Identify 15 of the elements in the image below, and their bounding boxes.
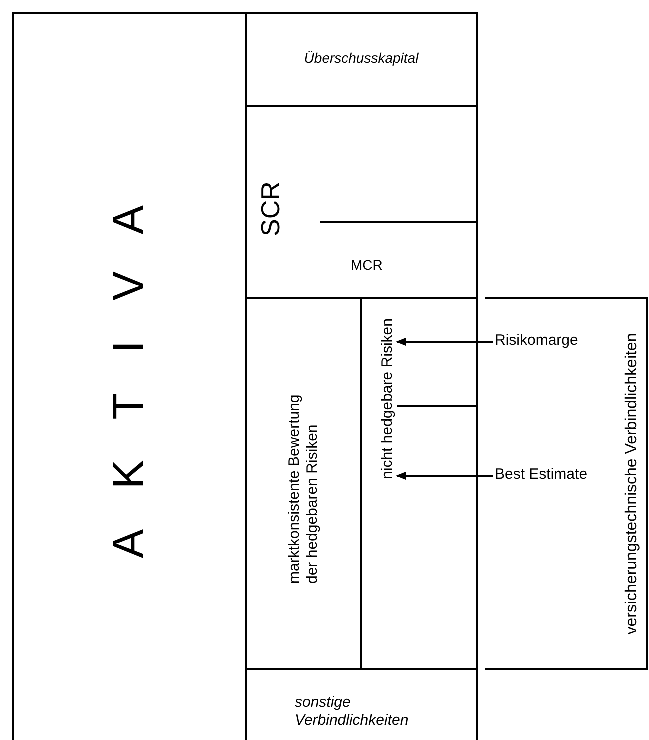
bracket bbox=[485, 297, 648, 670]
column-label: marktkonsistente Bewertung der hedgebaren Risiken bbox=[286, 393, 322, 584]
box-label: SCR bbox=[255, 182, 286, 236]
column-heading: AKTIVA bbox=[103, 165, 154, 561]
assets-column bbox=[12, 12, 247, 740]
box-label: MCR bbox=[351, 257, 383, 274]
leader-label: Risikomarge bbox=[495, 332, 578, 350]
capital-box bbox=[245, 12, 478, 107]
box-label: sonstige Verbindlichkeiten bbox=[295, 694, 410, 730]
bracket-label: versicherungstechnische Verbindlichkeiten bbox=[622, 332, 642, 634]
box-label: Überschusskapital bbox=[303, 50, 420, 67]
leader-arrow bbox=[396, 472, 493, 480]
leader-label: Best Estimate bbox=[495, 466, 588, 484]
column-label: nicht hedgebare Risiken bbox=[379, 318, 397, 480]
leader-arrow bbox=[396, 338, 493, 346]
